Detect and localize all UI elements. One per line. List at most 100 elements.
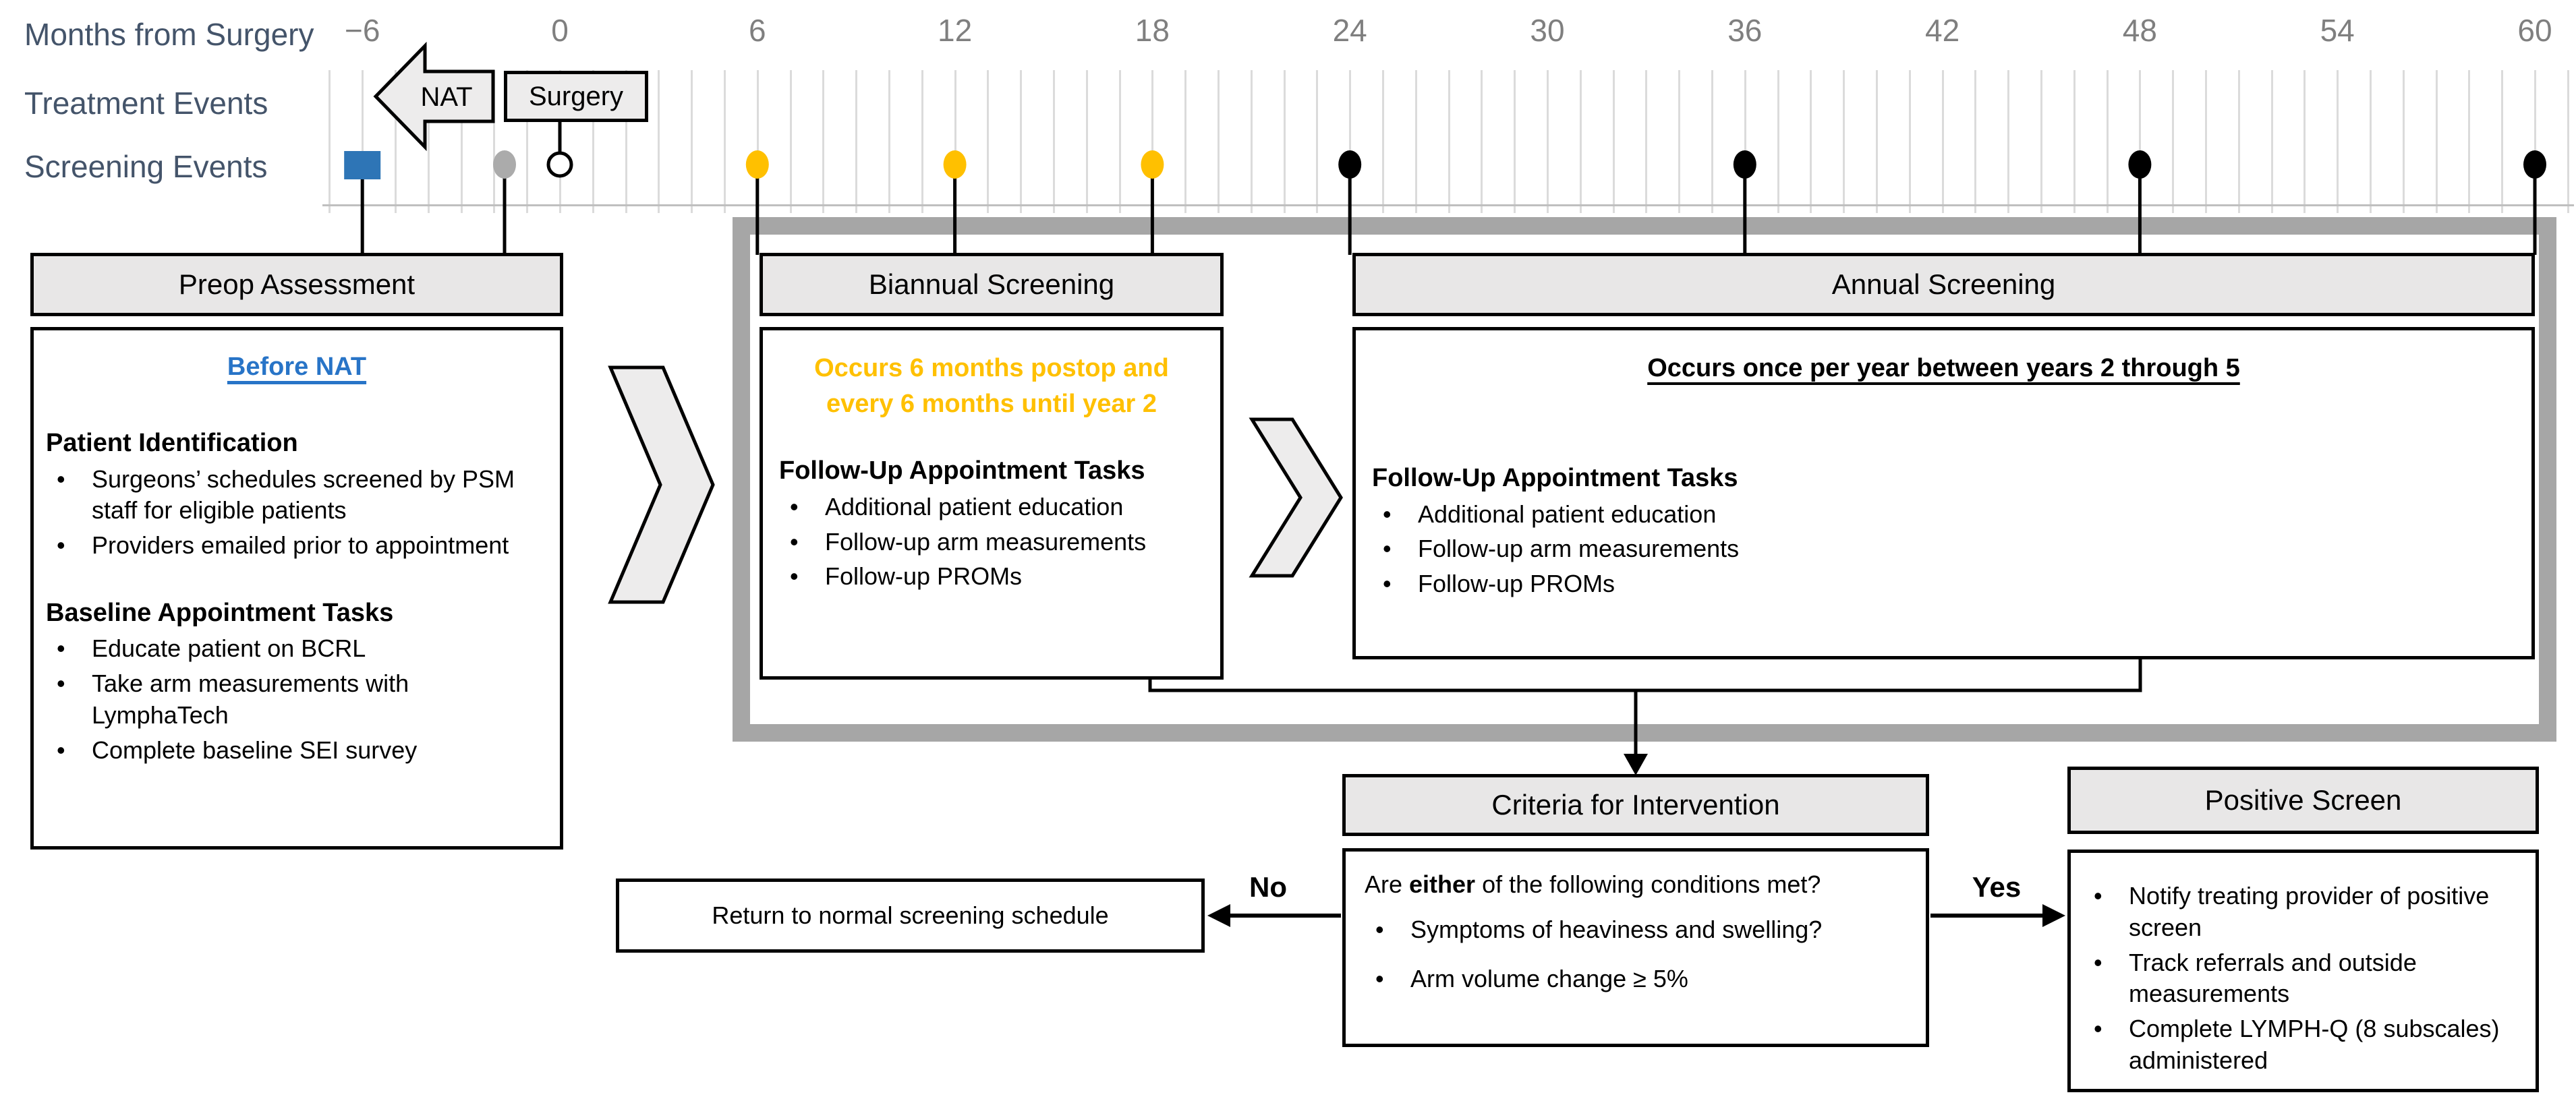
month-gridline — [658, 70, 660, 213]
month-gridline — [592, 70, 594, 213]
month-gridline — [328, 70, 331, 213]
month-gridline — [2468, 70, 2471, 213]
biannual-occurs-title: Occurs 6 months postop and every 6 month… — [814, 354, 1169, 419]
no-arrowhead-icon — [1207, 904, 1230, 927]
pre-surgery-marker — [493, 150, 517, 179]
biannual-screening-box: Occurs 6 months postop and every 6 month… — [760, 327, 1224, 680]
timeline-axis-line — [322, 204, 2574, 206]
month-gridline — [1579, 70, 1582, 213]
month-gridline — [1678, 70, 1681, 213]
bullet-icon: • — [2094, 882, 2102, 910]
month-gridline — [1250, 70, 1253, 213]
bullet-icon: • — [57, 669, 65, 698]
tick-label-month--6: −6 — [344, 13, 380, 48]
month-gridline — [1053, 70, 1055, 213]
month-gridline — [1974, 70, 1977, 213]
criteria-for-intervention-box: Are either of the following conditions m… — [1342, 848, 1929, 1047]
surgery-box: Surgery — [504, 71, 648, 122]
month-gridline — [987, 70, 990, 213]
positive-screen-header: Positive Screen — [2067, 767, 2539, 834]
list-item: •Follow-up PROMs — [1372, 568, 2531, 600]
list-item: •Complete baseline SEI survey — [46, 735, 560, 767]
no-branch-label: No — [1249, 871, 1287, 903]
month-gridline — [1414, 70, 1417, 213]
month-gridline — [1777, 70, 1779, 213]
bullet-icon: • — [1383, 570, 1392, 598]
bullet-icon: • — [1375, 964, 1384, 992]
bullet-icon: • — [1383, 500, 1392, 528]
before-nat-title: Before NAT — [227, 353, 367, 381]
month-gridline — [2073, 70, 2076, 213]
month-gridline — [1744, 70, 1746, 213]
month-gridline — [1151, 70, 1154, 213]
month-gridline — [2534, 70, 2536, 213]
tick-label-month-48: 48 — [2122, 13, 2157, 48]
postop-screening-frame — [733, 217, 2556, 742]
tick-label-month-42: 42 — [1925, 13, 1960, 48]
month-gridline — [1514, 70, 1516, 213]
month-gridline — [2501, 70, 2504, 213]
month-gridline — [2139, 70, 2142, 213]
month-gridline — [789, 70, 792, 213]
month-gridline — [1481, 70, 1483, 213]
list-item: •Take arm measurements with LymphaTech — [46, 668, 560, 732]
followup-tasks-heading: Follow-Up Appointment Tasks — [779, 456, 1145, 485]
bullet-icon: • — [57, 465, 65, 493]
list-item: •Complete LYMPH-Q (8 subscales) administ… — [2083, 1013, 2536, 1077]
month-gridline — [1349, 70, 1352, 213]
tick-label-month-0: 0 — [551, 13, 569, 48]
list-item: •Surgeons’ schedules screened by PSM sta… — [46, 464, 560, 527]
return-to-normal-screening-box: Return to normal screening schedule — [616, 879, 1205, 953]
month-gridline — [2303, 70, 2306, 213]
month-gridline — [1085, 70, 1088, 213]
month-gridline — [724, 70, 726, 213]
nat-arrow-label: NAT — [420, 82, 473, 112]
criteria-for-intervention-header: Criteria for Intervention — [1342, 774, 1929, 836]
month-gridline — [2007, 70, 2010, 213]
month-gridline — [526, 70, 529, 213]
bullet-icon: • — [2094, 948, 2102, 976]
month-gridline — [1020, 70, 1023, 213]
annual-screening-box: Occurs once per year between years 2 thr… — [1352, 327, 2535, 659]
bullet-icon: • — [57, 531, 65, 560]
month-gridline — [1941, 70, 1944, 213]
month-gridline — [625, 70, 627, 213]
chevron-right-icon — [608, 365, 715, 604]
month-gridline — [2172, 70, 2175, 213]
list-item: •Additional patient education — [1372, 499, 2531, 531]
month-gridline — [2270, 70, 2273, 213]
bullet-icon: • — [790, 562, 799, 591]
patient-identification-heading: Patient Identification — [46, 429, 298, 458]
bullet-icon: • — [790, 492, 799, 520]
yes-branch-label: Yes — [1972, 871, 2022, 903]
biannual-screening-header: Biannual Screening — [760, 253, 1224, 316]
list-item: •Follow-up PROMs — [779, 561, 1220, 593]
bullet-icon: • — [57, 634, 65, 663]
month-gridline — [362, 70, 364, 213]
month-gridline — [2567, 70, 2569, 213]
tick-label-month-18: 18 — [1135, 13, 1170, 48]
month-gridline — [2237, 70, 2240, 213]
bullet-icon: • — [1383, 535, 1392, 563]
month-gridline — [1118, 70, 1121, 213]
criteria-question: Are either of the following conditions m… — [1365, 870, 1821, 898]
month-gridline — [1218, 70, 1220, 213]
month-gridline — [1316, 70, 1319, 213]
baseline-appointment-tasks-heading: Baseline Appointment Tasks — [46, 598, 394, 627]
tick-label-month-60: 60 — [2517, 13, 2552, 48]
month-gridline — [1810, 70, 1812, 213]
month-gridline — [1283, 70, 1286, 213]
month-gridline — [2040, 70, 2042, 213]
month-gridline — [954, 70, 956, 213]
list-item: •Providers emailed prior to appointment — [46, 530, 560, 562]
list-item: •Follow-up arm measurements — [779, 527, 1220, 558]
month-gridline — [395, 70, 397, 213]
month-gridline — [1711, 70, 1713, 213]
month-gridline — [493, 70, 496, 213]
positive-screen-box: •Notify treating provider of positive sc… — [2067, 850, 2539, 1092]
month-gridline — [855, 70, 858, 213]
month-gridline — [1382, 70, 1384, 213]
month-gridline — [2402, 70, 2405, 213]
month-gridline — [888, 70, 890, 213]
